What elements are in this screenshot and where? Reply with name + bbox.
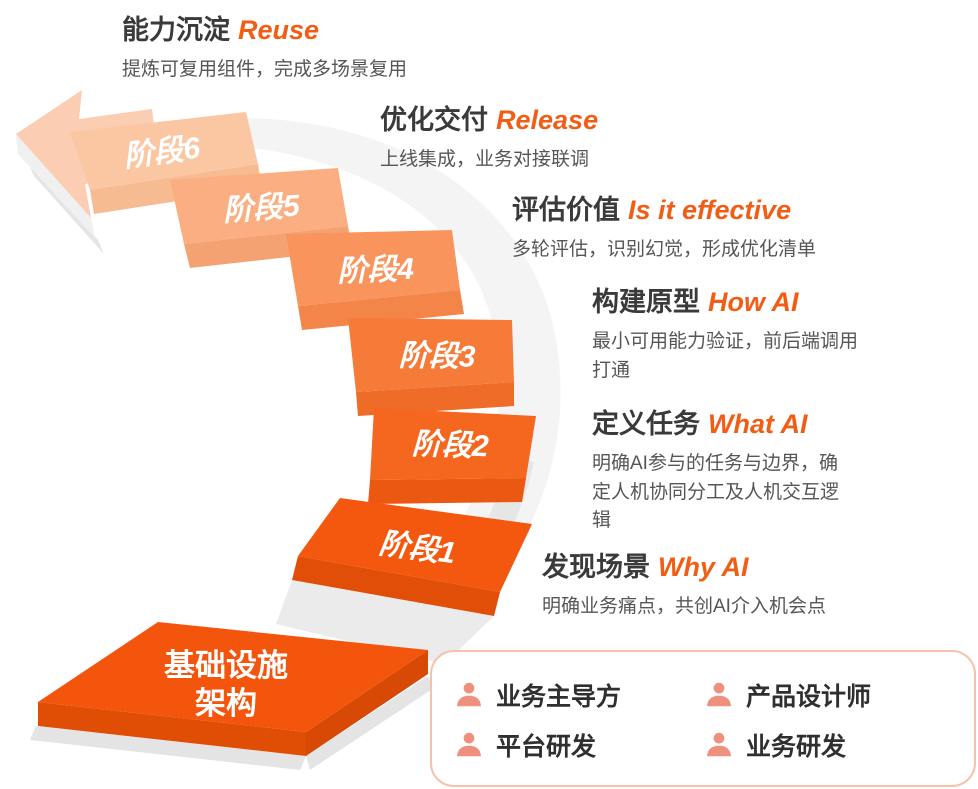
step-5-label: 阶段5	[222, 189, 302, 227]
base-shadow-right	[306, 676, 434, 770]
base-label-line2: 架构	[195, 686, 257, 721]
role-label: 产品设计师	[746, 683, 872, 711]
base-front-right	[306, 650, 428, 756]
step-1-riser	[292, 556, 500, 616]
stage-note-title: 构建原型 How AI	[592, 286, 864, 318]
step-6-top	[70, 112, 258, 190]
stage-title-en: Release	[496, 105, 599, 135]
base-front-left	[38, 702, 306, 756]
role-item-product-designer: 产品设计师	[704, 670, 954, 720]
person-icon-body	[457, 745, 481, 757]
stage-title-zh: 优化交付	[380, 105, 488, 135]
stage-title-zh: 评估价值	[512, 195, 620, 225]
person-icon-head	[713, 732, 725, 744]
person-icon-head	[463, 682, 475, 694]
step-3-label: 阶段3	[399, 339, 477, 373]
role-item-platform-dev: 平台研发	[454, 720, 704, 770]
stage-note-desc: 多轮评估，识别幻觉，形成优化清单	[512, 239, 817, 261]
stage-title-en: Is it effective	[628, 195, 792, 225]
step-2-riser	[368, 478, 526, 504]
role-item-business-dev: 业务研发	[704, 720, 954, 770]
stage-note-why-ai: 发现场景 Why AI 明确业务痛点，共创AI介入机会点	[542, 551, 826, 622]
role-item-business-owner: 业务主导方	[454, 670, 704, 720]
stage-title-zh: 发现场景	[542, 552, 650, 582]
person-icon	[457, 682, 481, 707]
ramp-band	[236, 118, 561, 632]
step-1-top	[298, 498, 532, 592]
stage-note-title: 发现场景 Why AI	[542, 551, 826, 583]
person-icon-head	[463, 732, 475, 744]
role-label: 业务研发	[746, 733, 847, 761]
person-icon-head	[713, 682, 725, 694]
step-4-label: 阶段4	[337, 253, 415, 289]
stage-title-en: Why AI	[658, 552, 749, 582]
arrow-underside	[16, 134, 95, 238]
stage-note-title: 评估价值 Is it effective	[512, 194, 816, 226]
person-icon	[707, 732, 731, 757]
step-3-top	[348, 318, 514, 392]
stage-note-desc: 明确业务痛点，共创AI介入机会点	[542, 596, 826, 618]
stage-note-desc: 明确AI参与的任务与边界，确定人机协同分工及人机交互逻辑	[592, 453, 840, 532]
base-shadow-left	[30, 726, 306, 770]
stage-note-title: 能力沉淀 Reuse	[122, 14, 407, 46]
step-2-top	[370, 408, 536, 480]
base-label-line1: 基础设施	[164, 648, 288, 683]
stage-title-en: How AI	[708, 287, 799, 317]
person-icon-body	[707, 695, 731, 707]
stage-title-en: What AI	[708, 409, 808, 439]
step-5-top	[170, 168, 348, 244]
step-4-riser	[298, 290, 464, 330]
step-4-top	[286, 230, 460, 306]
stage-note-desc: 提炼可复用组件，完成多场景复用	[122, 59, 408, 81]
stage-note-reuse: 能力沉淀 Reuse 提炼可复用组件，完成多场景复用	[122, 14, 407, 85]
person-icon	[707, 682, 731, 707]
step-2-label: 阶段2	[411, 428, 489, 464]
stage-note-title: 优化交付 Release	[380, 104, 598, 136]
stage-title-en: Reuse	[238, 15, 320, 45]
stage-title-zh: 能力沉淀	[122, 15, 230, 45]
stage-note-how-ai: 构建原型 How AI 最小可用能力验证，前后端调用打通	[592, 286, 864, 385]
role-label: 平台研发	[496, 733, 597, 761]
stage-note-release: 优化交付 Release 上线集成，业务对接联调	[380, 104, 598, 175]
stage-title-zh: 定义任务	[592, 409, 700, 439]
stage-title-zh: 构建原型	[592, 287, 700, 317]
person-icon-body	[457, 695, 481, 707]
stage-note-desc: 最小可用能力验证，前后端调用打通	[592, 331, 859, 381]
stage-note-what-ai: 定义任务 What AI 明确AI参与的任务与边界，确定人机协同分工及人机交互逻辑	[592, 408, 854, 536]
person-icon-body	[707, 745, 731, 757]
step-3-riser	[356, 382, 514, 416]
step1-shadow	[276, 580, 494, 664]
person-icon	[457, 732, 481, 757]
roles-panel: 业务主导方 产品设计师 平台研发 业务研发	[430, 650, 976, 787]
stage-note-is-it-effective: 评估价值 Is it effective 多轮评估，识别幻觉，形成优化清单	[512, 194, 816, 265]
base-platform-top	[38, 622, 428, 732]
stage-note-desc: 上线集成，业务对接联调	[380, 149, 590, 171]
role-label: 业务主导方	[496, 683, 622, 711]
stage-note-title: 定义任务 What AI	[592, 408, 854, 440]
